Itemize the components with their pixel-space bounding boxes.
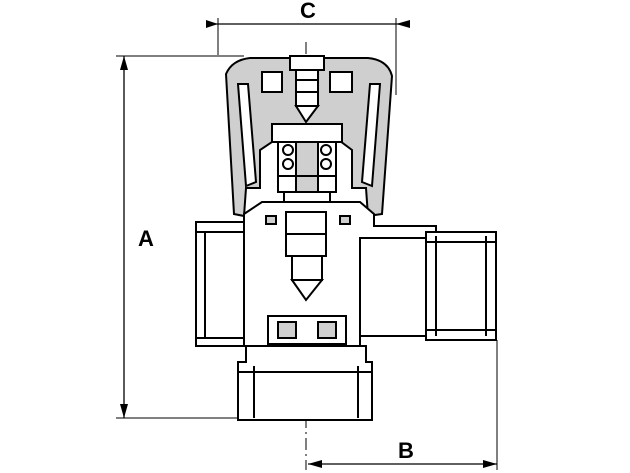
dimension-c: C — [206, 0, 410, 95]
dimension-b: B — [308, 340, 498, 470]
spring-housing — [271, 123, 343, 205]
spindle-screw — [289, 55, 325, 124]
dimension-label-c: C — [300, 0, 316, 23]
arrowhead-left — [206, 20, 218, 28]
union-nut — [237, 345, 373, 421]
valve-stem — [265, 211, 351, 345]
arrowhead-left — [308, 460, 322, 468]
dimension-label-b: B — [398, 438, 414, 463]
dimension-label-a: A — [138, 226, 154, 251]
arrowhead-bottom — [120, 404, 128, 418]
dimension-a: A — [116, 55, 244, 419]
arrowhead-top — [120, 56, 128, 70]
arrowhead-right — [483, 460, 497, 468]
arrowhead-right — [396, 20, 410, 28]
